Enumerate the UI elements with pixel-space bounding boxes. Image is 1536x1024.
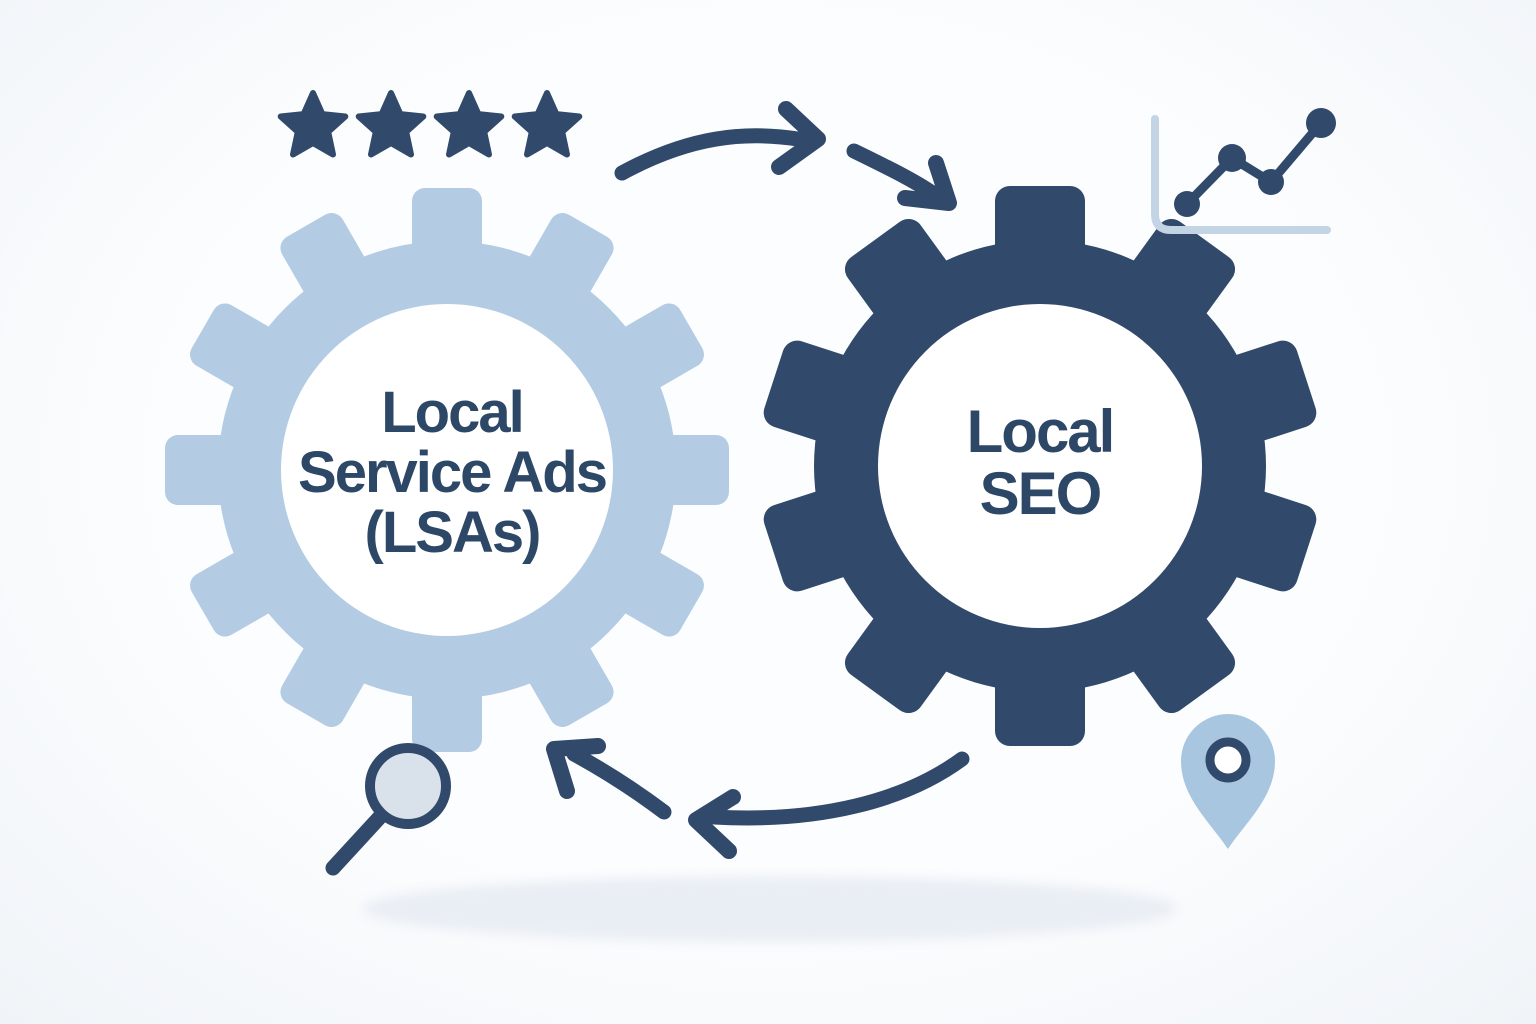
gear-seo-label: Local SEO [966,398,1116,527]
chart-point [1174,191,1200,217]
location-pin-icon [1181,714,1275,849]
arrowhead-right-icon [771,101,826,175]
star-icon [359,93,424,155]
chart-point [1258,169,1284,195]
star-icon [437,93,502,155]
chart-point [1218,144,1246,172]
gear-seo-label-line: Local [966,398,1116,465]
gear-seo [759,186,1321,746]
arrowhead-left-icon [688,789,741,859]
gear-lsa-label-line: (LSAs) [364,500,542,565]
pin-hole [1205,737,1251,783]
magnifier-handle [325,810,387,876]
gear-seo-center [878,304,1202,628]
arrow-top-left-curve [614,128,806,181]
arrow-bottom-right-curve [706,751,970,826]
search-magnifier-icon [325,743,451,876]
magnifier-lens [365,743,451,829]
gear-lsa [165,188,729,752]
arrowhead-down-right-icon [897,155,957,211]
star-icon [515,93,580,155]
gear-seo-label-line: SEO [979,460,1103,527]
chart-axes [1151,115,1331,234]
arrowhead-up-left-icon [546,738,606,799]
chart-point [1306,108,1336,138]
gear-lsa-label-line: Local [381,380,524,445]
arrow-lsa-to-seo [614,101,957,211]
chart-line [1182,118,1326,209]
gear-lsa-center [281,304,613,636]
gear-lsa-label: Local Service Ads (LSAs) [298,380,608,565]
star-icon [281,93,346,155]
ground-shadow [362,876,1178,942]
arrow-seo-to-lsa [546,738,970,859]
line-chart-icon [1151,108,1336,234]
arrow-bottom-left-curve [566,746,672,820]
rating-stars [281,93,580,155]
gear-lsa-label-line: Service Ads [298,440,608,505]
arrow-top-right-curve [846,143,946,205]
